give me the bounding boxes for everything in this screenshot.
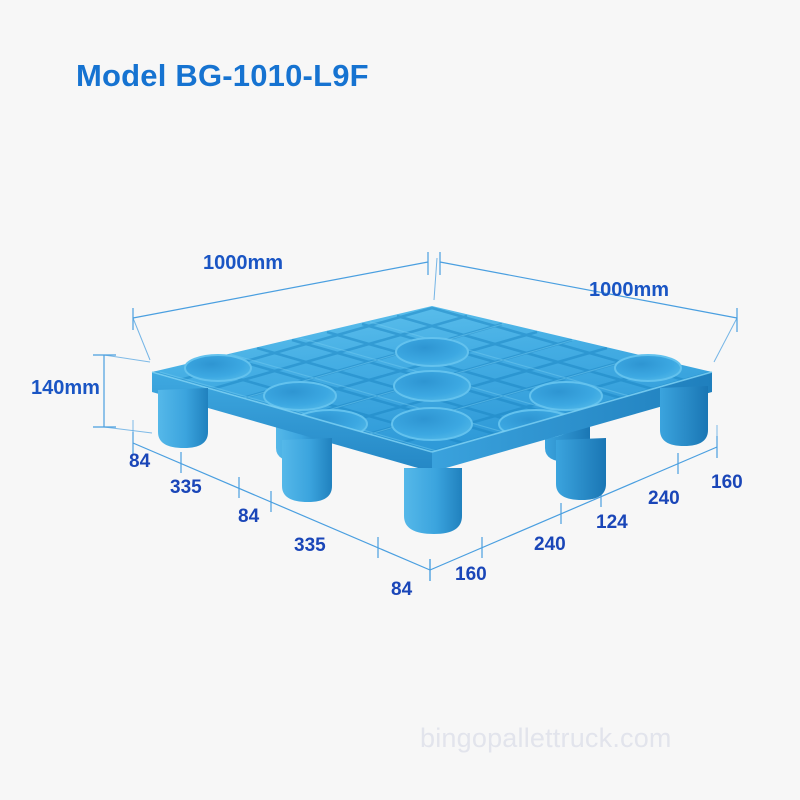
pallet-deck-front-right [432, 372, 712, 472]
pallet-leg-front-left [158, 388, 208, 448]
pallet-leg-cup [614, 354, 682, 382]
ext-line-tl-start [132, 317, 151, 361]
dim-line-top-left [132, 261, 429, 319]
site-watermark: bingopallettruck.com [420, 723, 672, 753]
dim-line-bottom-right [429, 446, 718, 571]
deck-edge-highlight-left [151, 371, 433, 453]
dim-label-335-a: 335 [170, 477, 202, 498]
pallet-leg-mid-left [282, 438, 332, 502]
dim-label-124-right: 124 [596, 512, 628, 533]
pallet-leg-front-center [404, 468, 462, 534]
dim-label-84-a: 84 [129, 451, 151, 472]
pallet-leg-front-right [556, 438, 606, 500]
page-title: Model BG-1010-L9F [76, 58, 369, 93]
dim-label-84-c: 84 [391, 579, 413, 600]
ext-line-tr-end [713, 317, 738, 363]
pallet-leg-cup [529, 381, 603, 411]
pallet-leg-cup [393, 370, 471, 402]
dim-label-width-right: 1000mm [589, 279, 670, 301]
pallet-leg-corner-right [660, 386, 708, 446]
dimension-lines [93, 252, 738, 581]
dim-line-left-chain [132, 442, 431, 571]
dim-label-160-right: 160 [711, 472, 743, 493]
dim-label-335-b: 335 [294, 535, 326, 556]
dim-line-top-right [439, 261, 738, 319]
pallet-leg-cup [184, 354, 252, 382]
ext-line-tl-end [433, 257, 438, 301]
dim-label-160-bottom: 160 [455, 564, 487, 585]
pallet-leg-cup [395, 337, 469, 367]
dim-label-240-bottom: 240 [534, 534, 566, 555]
deck-edge-highlight-right [431, 371, 713, 453]
pallet-leg-cup [263, 381, 337, 411]
pallet-3d-model [151, 306, 713, 534]
pallet-legs-front [158, 386, 708, 534]
ext-line-h-top [103, 354, 151, 363]
dim-label-84-b: 84 [238, 506, 260, 527]
pallet-deck-front-left [152, 372, 432, 472]
dim-label-width-left: 1000mm [203, 252, 284, 274]
ext-line-h-bot [103, 426, 153, 434]
dim-label-height: 140mm [31, 377, 100, 399]
dim-label-240-right: 240 [648, 488, 680, 509]
pallet-leg-cup [391, 407, 473, 441]
